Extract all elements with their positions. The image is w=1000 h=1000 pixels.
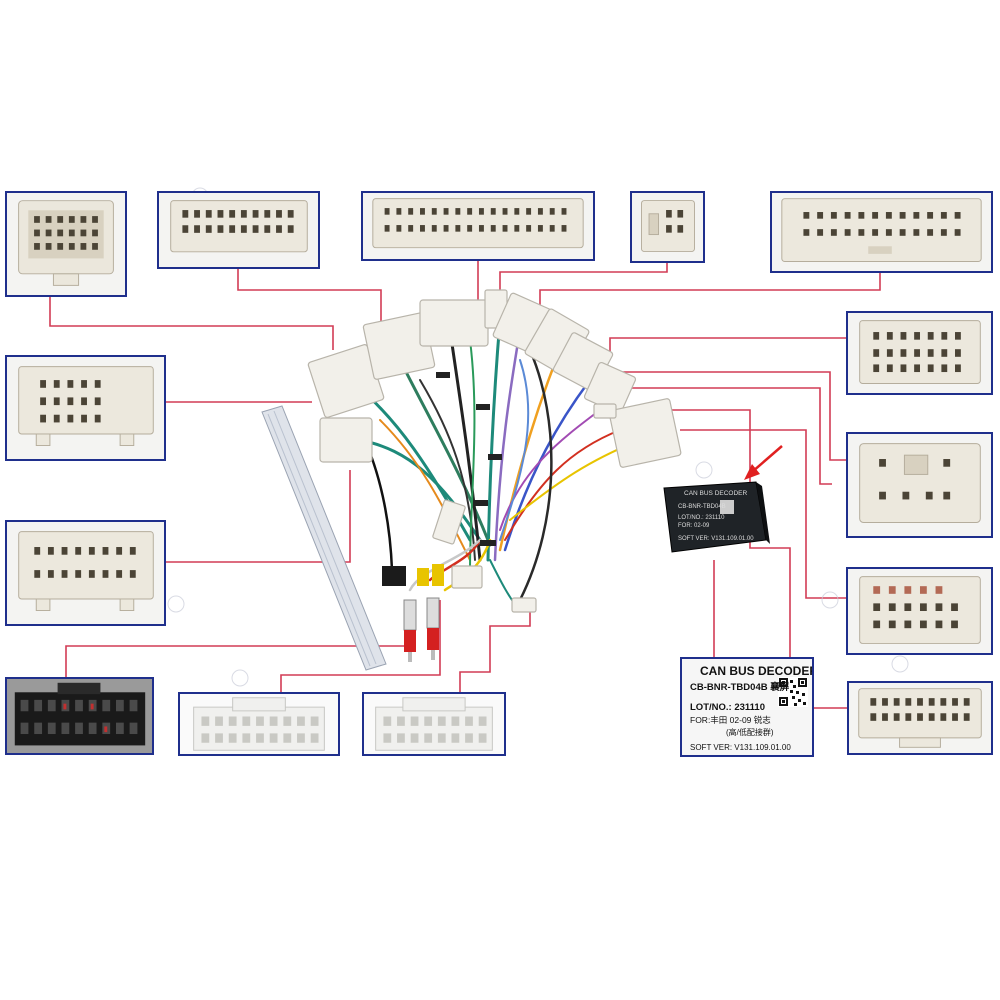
connector-closeup-2 — [157, 191, 320, 269]
black-plug — [382, 566, 406, 586]
decoder-fitment: FOR: 02-09 — [678, 523, 710, 529]
connector-closeup-9 — [5, 520, 166, 626]
label-soft-version: SOFT VER: V131.109.01.00 — [690, 743, 791, 752]
decoder-lot: LOT/NO.: 231110 — [678, 515, 725, 521]
connector-closeup-5 — [770, 191, 993, 273]
qr-code-icon — [778, 677, 808, 707]
label-fitment: FOR:丰田 02-09 锐志 — [690, 715, 771, 725]
connector-closeup-14 — [847, 681, 993, 755]
can-bus-decoder-box: CAN BUS DECODER CB-BNR-TBD04B LOT/NO.: 2… — [658, 478, 770, 558]
decoder-model: CB-BNR-TBD04B — [678, 504, 726, 510]
connector-closeup-11 — [5, 677, 154, 755]
connector-closeup-6 — [846, 311, 993, 395]
connector-closeup-12 — [178, 692, 340, 756]
decoder-label-closeup: CAN BUS DECODER CB-BNR-TBD04B 襄屏 LOT/NO.… — [680, 657, 814, 757]
label-lot: LOT/NO.: 231110 — [690, 702, 765, 713]
rca-plugs — [403, 564, 444, 662]
decoder-title: CAN BUS DECODER — [684, 490, 748, 497]
connector-closeup-10 — [846, 567, 993, 655]
label-model-code: CB-BNR-TBD04B — [690, 682, 768, 693]
label-title: CAN BUS DECODER — [700, 664, 814, 678]
connector-closeup-4 — [630, 191, 705, 263]
label-fitment-note: (高/低配接群) — [726, 728, 774, 737]
connector-closeup-7 — [5, 355, 166, 461]
harness-connectors — [307, 289, 682, 613]
connector-closeup-13 — [362, 692, 506, 756]
ribbon-cable — [261, 405, 387, 671]
wire-ties — [436, 372, 502, 546]
arrow-icon — [744, 445, 783, 480]
connector-closeup-3 — [361, 191, 595, 261]
label-model: CB-BNR-TBD04B 襄屏 — [690, 683, 789, 693]
label-model-suffix: 襄屏 — [770, 682, 790, 693]
connector-closeup-8 — [846, 432, 993, 538]
decoder-softver: SOFT VER: V131.109.01.00 — [678, 536, 754, 542]
connector-closeup-1 — [5, 191, 127, 297]
